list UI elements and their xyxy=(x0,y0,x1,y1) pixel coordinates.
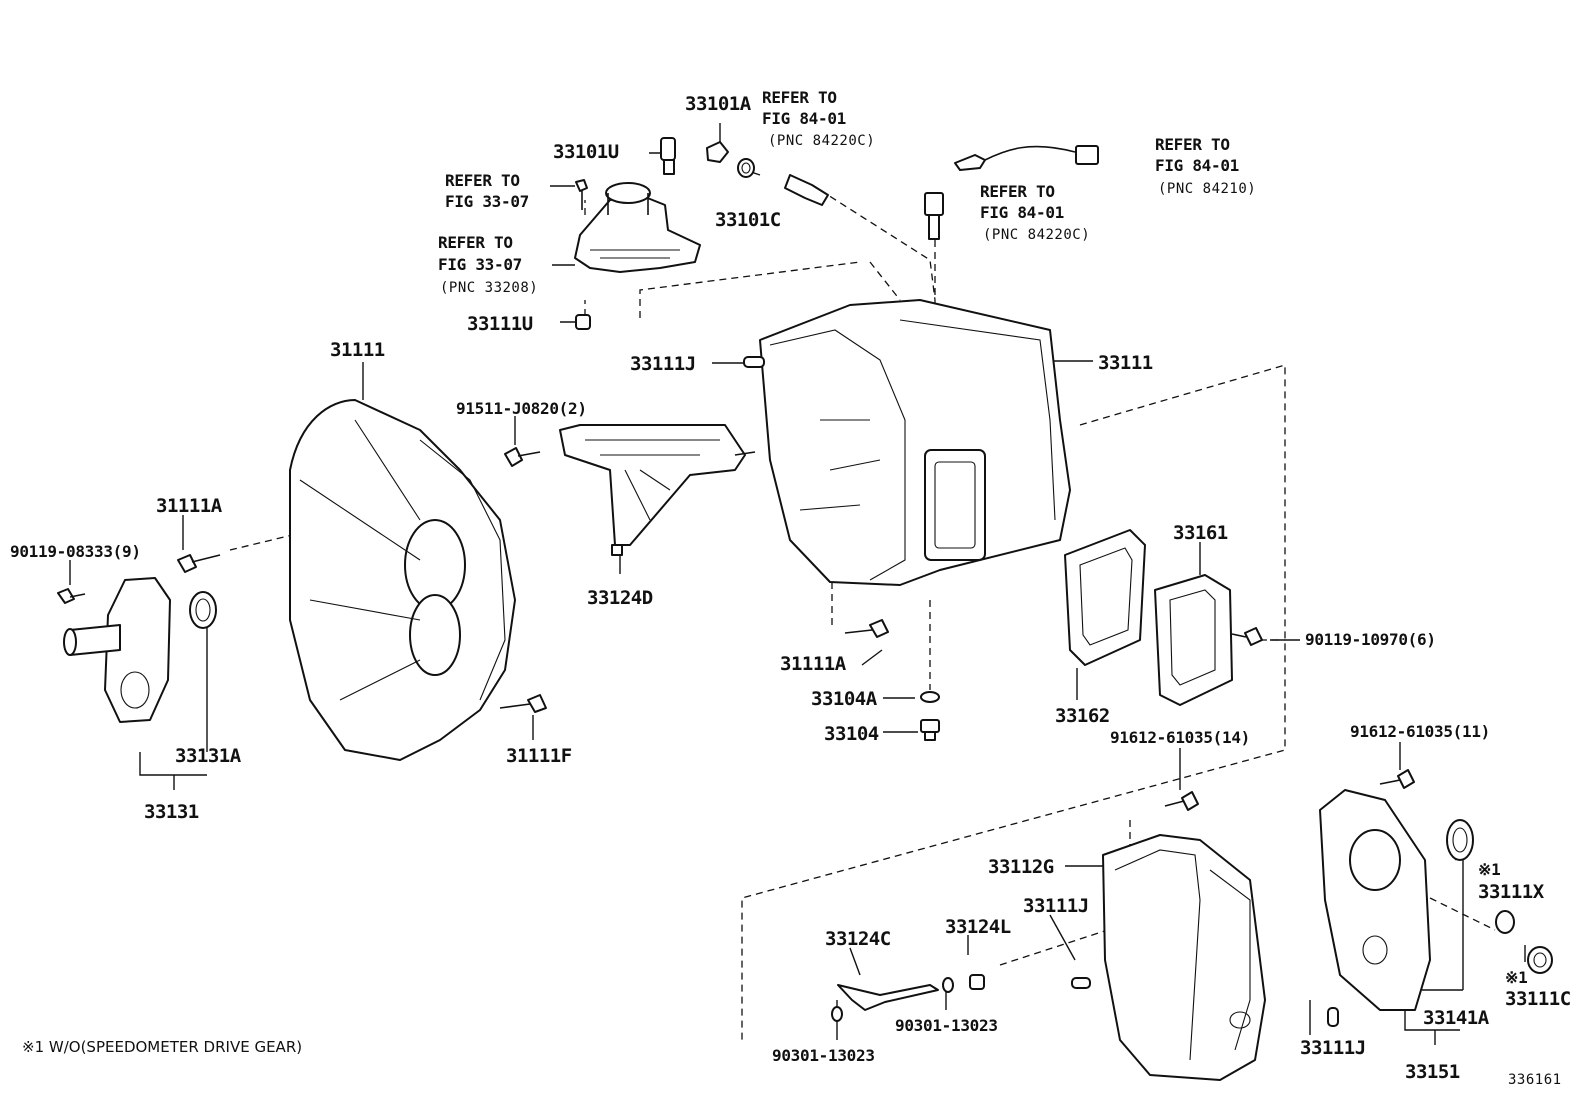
label-33161: 33161 xyxy=(1173,522,1228,544)
refer-33-07-b-line2: FIG 33-07 xyxy=(438,255,522,274)
bushing-33124L xyxy=(969,974,985,990)
refer-84-01-mid-line2: FIG 84-01 xyxy=(980,203,1064,222)
lever-33124C xyxy=(837,984,939,1011)
leader-lines xyxy=(69,123,1526,1045)
gasket-33104A xyxy=(920,691,940,703)
label-33104: 33104 xyxy=(824,723,879,745)
label-33124C: 33124C xyxy=(825,928,891,950)
bolt-90119-10970 xyxy=(1231,627,1263,646)
oil-seal-33141A xyxy=(1446,819,1474,861)
part-labels: 33101A 33101U 33101C REFER TO FIG 33-07 … xyxy=(10,88,1571,1088)
label-33111-right: 33111 xyxy=(1098,352,1153,374)
label-31111A-mid: 31111A xyxy=(780,653,847,675)
note-mark-1-a: ※1 xyxy=(1478,860,1500,879)
refer-84-01-top-line2: FIG 84-01 xyxy=(762,109,846,128)
cap-33111U xyxy=(575,314,591,330)
label-33101C: 33101C xyxy=(715,209,781,231)
refer-33-07-b-line1: REFER TO xyxy=(438,233,513,252)
label-33141A: 33141A xyxy=(1423,1007,1490,1029)
refer-84-01-right-line3: (PNC 84210) xyxy=(1158,181,1256,197)
label-33104A: 33104A xyxy=(811,688,878,710)
label-33111C: 33111C xyxy=(1505,988,1571,1010)
label-91511-J0820: 91511-J0820(2) xyxy=(456,399,587,418)
label-90301-13023-a: 90301-13023 xyxy=(772,1046,875,1065)
speed-sensor-top xyxy=(784,174,829,206)
label-33111U: 33111U xyxy=(467,313,533,335)
label-90301-13023-b: 90301-13023 xyxy=(895,1016,998,1035)
bolt-31111F xyxy=(499,694,547,713)
label-33111J-bottom: 33111J xyxy=(1023,895,1089,917)
pin-33111J-br xyxy=(1327,1007,1339,1027)
plug-33101A xyxy=(706,141,729,163)
bolt-90119-08333 xyxy=(57,588,86,604)
oil-seal-33131A xyxy=(189,591,217,629)
pin-33111J-top xyxy=(743,356,765,368)
label-33101U: 33101U xyxy=(553,141,619,163)
sensor-mid xyxy=(924,192,944,240)
label-33101A: 33101A xyxy=(685,93,752,115)
drain-plug-33104 xyxy=(920,719,940,741)
plug-33111C xyxy=(1527,946,1553,974)
refer-33-07-a-line1: REFER TO xyxy=(445,171,520,190)
transmission-case-33111 xyxy=(759,299,1071,586)
housing-33151 xyxy=(1319,789,1431,1011)
bolt-91612-11 xyxy=(1379,769,1415,789)
gasket-33162 xyxy=(1064,529,1146,666)
label-33131A: 33131A xyxy=(175,745,242,767)
bolt-top-left xyxy=(575,179,588,210)
shift-lever-retainer xyxy=(574,182,701,273)
extension-housing-33112G xyxy=(1102,834,1266,1081)
label-90119-10970: 90119-10970(6) xyxy=(1305,630,1436,649)
bolt-31111A-left xyxy=(177,554,221,573)
refer-84-01-right-line1: REFER TO xyxy=(1155,135,1230,154)
refer-84-01-top-line1: REFER TO xyxy=(762,88,837,107)
label-33124L: 33124L xyxy=(945,916,1011,938)
label-33112G: 33112G xyxy=(988,856,1054,878)
gasket-33101C xyxy=(737,158,755,178)
plug-33111X xyxy=(1495,910,1515,934)
cover-33161 xyxy=(1154,574,1233,706)
clutch-housing-31111 xyxy=(289,399,516,761)
label-91612-61035-11: 91612-61035(11) xyxy=(1350,722,1490,741)
label-33111J-br: 33111J xyxy=(1300,1037,1366,1059)
bracket-33124D xyxy=(559,424,756,556)
breather-plug-33101U xyxy=(660,137,676,175)
ring-90301-a xyxy=(831,1006,843,1022)
figure-number: 336161 xyxy=(1508,1072,1562,1088)
bearing-retainer-33131 xyxy=(63,577,171,723)
bolt-91612-14 xyxy=(1164,791,1199,811)
refer-33-07-a-line2: FIG 33-07 xyxy=(445,192,529,211)
label-33162: 33162 xyxy=(1055,705,1110,727)
footnote: ※1 W/O(SPEEDOMETER DRIVE GEAR) xyxy=(22,1038,302,1056)
label-31111: 31111 xyxy=(330,339,385,361)
sensor-with-cable xyxy=(954,145,1099,171)
label-33151: 33151 xyxy=(1405,1061,1460,1083)
label-33111X: 33111X xyxy=(1478,881,1545,903)
note-mark-1-b: ※1 xyxy=(1505,968,1527,987)
label-31111F: 31111F xyxy=(506,745,572,767)
refer-84-01-right-line2: FIG 84-01 xyxy=(1155,156,1239,175)
label-33124D: 33124D xyxy=(587,587,653,609)
refer-84-01-mid-line3: (PNC 84220C) xyxy=(983,227,1090,243)
label-91612-61035-14: 91612-61035(14) xyxy=(1110,728,1250,747)
bolt-91511 xyxy=(504,447,541,467)
refer-84-01-top-line3: (PNC 84220C) xyxy=(768,133,875,149)
ring-90301-b xyxy=(942,977,954,993)
pin-33111J-bottom xyxy=(1071,977,1091,989)
label-33131: 33131 xyxy=(144,801,199,823)
label-33111J-top: 33111J xyxy=(630,353,696,375)
label-31111A-left: 31111A xyxy=(156,495,223,517)
label-90119-08333: 90119-08333(9) xyxy=(10,542,141,561)
bolt-31111A-mid xyxy=(844,619,889,638)
refer-84-01-mid-line1: REFER TO xyxy=(980,182,1055,201)
refer-33-07-b-line3: (PNC 33208) xyxy=(440,280,538,296)
